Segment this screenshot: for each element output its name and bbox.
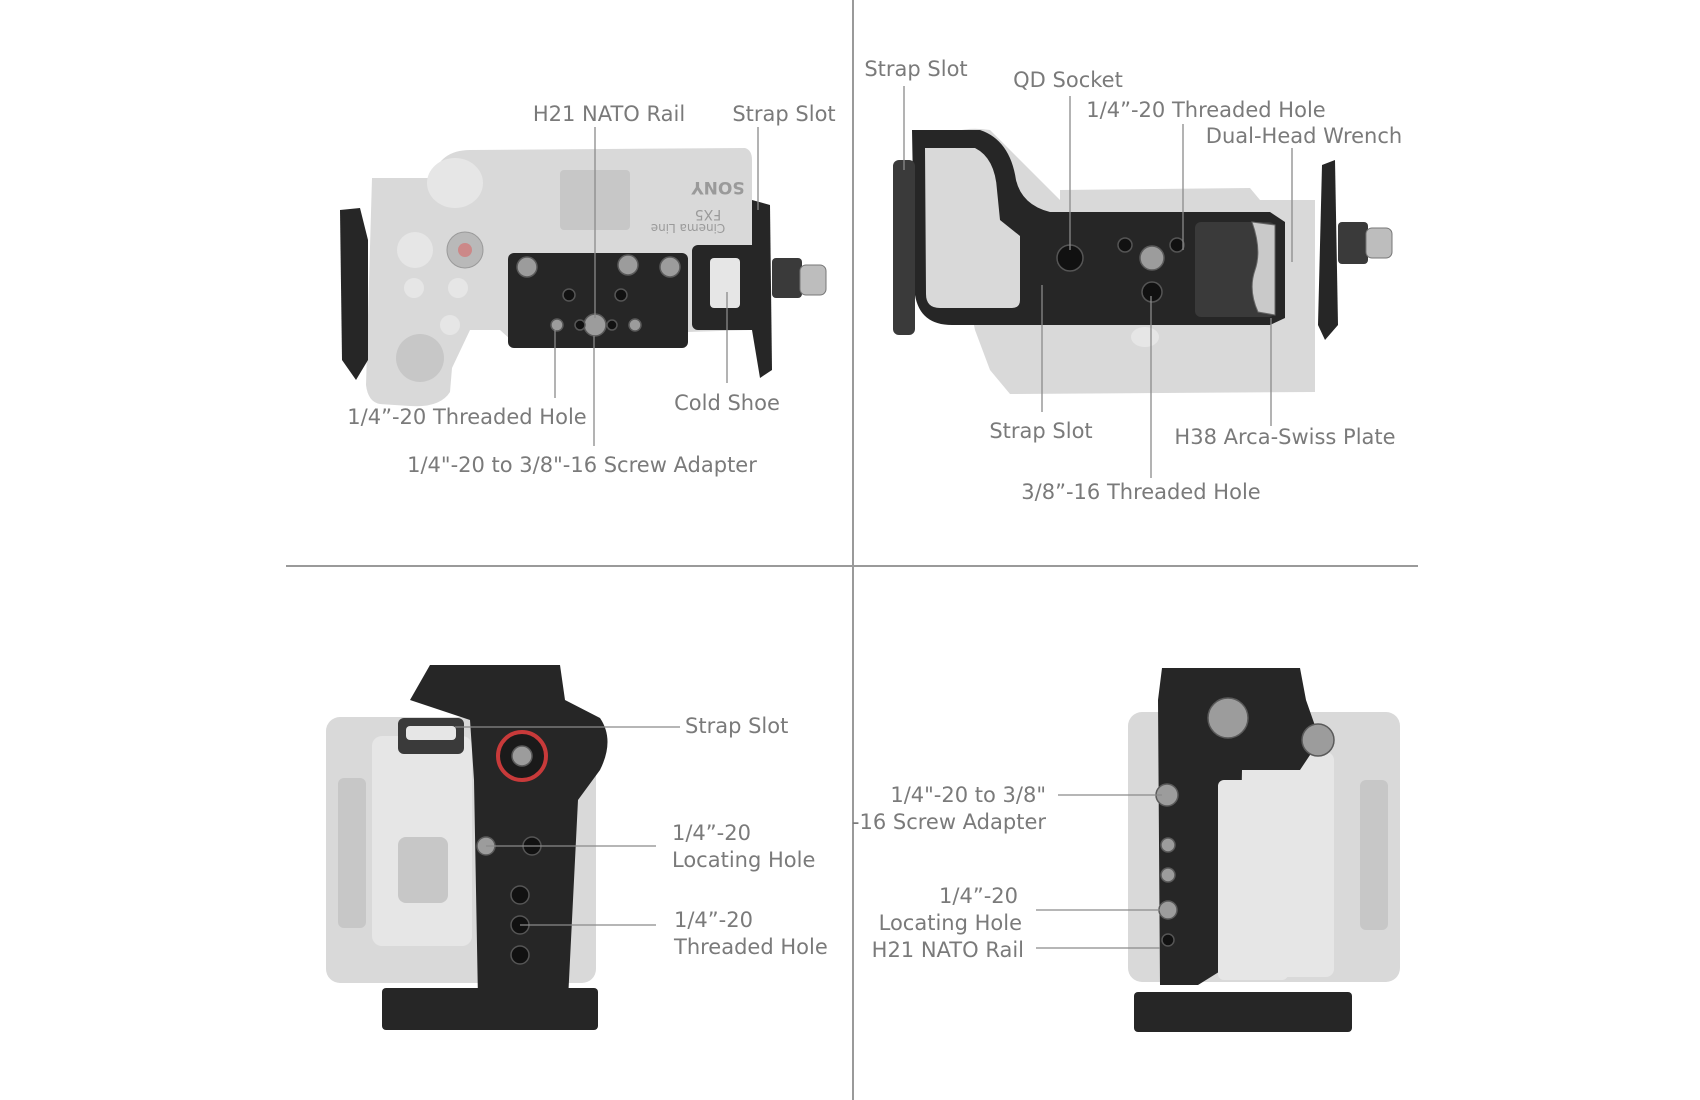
rail-hole-5 (574, 319, 586, 331)
camera-tripod-socket-area (1131, 327, 1159, 347)
label-cold-shoe: Cold Shoe (674, 391, 780, 415)
label-qd-socket: QD Socket (1013, 68, 1123, 92)
cage-grip-cutout (925, 148, 1020, 308)
right-hole-3 (1161, 933, 1175, 947)
camera-side-vent (338, 778, 366, 928)
rail-screw-right (659, 256, 681, 278)
label-wrench: Dual-Head Wrench (1206, 124, 1402, 148)
cage-strap-bracket (752, 200, 772, 378)
camera-record-dot (458, 243, 472, 257)
label-right-nato: H21 NATO Rail (872, 938, 1024, 962)
right-locating-hole (1158, 900, 1178, 920)
rail-hole-2 (614, 288, 628, 302)
label-right-screw-adapter-l2: -16 Screw Adapter (852, 810, 1046, 834)
camera-button-1 (440, 315, 460, 335)
label-side-locating-l2: Locating Hole (672, 848, 815, 872)
camera-line-label: Cinema Line (651, 221, 726, 235)
strap-bracket-right (1318, 160, 1338, 340)
strap-slot-opening (406, 726, 456, 740)
label-screw-adapter: 1/4"-20 to 3/8"-16 Screw Adapter (407, 453, 757, 477)
right-strap-roller (1301, 723, 1335, 757)
side-threaded-hole-c (510, 945, 530, 965)
hole-14-b (1169, 237, 1185, 253)
label-side-threaded-l2: Threaded Hole (673, 935, 828, 959)
thumb-screw (799, 264, 827, 296)
adapter-screw (1139, 245, 1165, 271)
label-right-screw-adapter-l1: 1/4"-20 to 3/8" (890, 783, 1046, 807)
rail-hole-4 (628, 318, 642, 332)
right-hole-2 (1160, 867, 1176, 883)
label-side-locating-l1: 1/4”-20 (672, 821, 751, 845)
right-top-knob (1207, 697, 1249, 739)
dual-head-wrench (1251, 221, 1276, 316)
side-clamp (772, 258, 802, 298)
side-clamp-right (1338, 222, 1368, 264)
label-right-locating-l1: 1/4”-20 (939, 884, 1018, 908)
label-threaded-14: 1/4”-20 Threaded Hole (1086, 98, 1325, 122)
camera-button-3 (404, 278, 424, 298)
label-strap-slot-bottom: Strap Slot (989, 419, 1092, 443)
cage-left-grip (340, 208, 368, 380)
cold-shoe-slot (710, 258, 740, 308)
camera-right-vent (1360, 780, 1388, 930)
label-strap-slot: Strap Slot (732, 102, 835, 126)
label-right-locating-l2: Locating Hole (879, 911, 1022, 935)
camera-joystick (396, 334, 444, 382)
hole-38 (1141, 281, 1163, 303)
side-threaded-hole-a (510, 885, 530, 905)
camera-mode-dial (427, 158, 483, 208)
bottom-view-illustration (893, 128, 1393, 394)
label-side-strap-slot: Strap Slot (685, 714, 788, 738)
label-threaded-38: 3/8”-16 Threaded Hole (1021, 480, 1260, 504)
left-side-illustration (326, 665, 608, 1030)
label-nato-rail: H21 NATO Rail (533, 102, 685, 126)
thumb-screw-right (1365, 227, 1393, 259)
strap-slot-left-bracket (893, 160, 915, 335)
rail-hole-1 (562, 288, 576, 302)
cage-side-handle (410, 665, 608, 1000)
rail-hole-3 (550, 318, 564, 332)
cage-right-window (1218, 780, 1288, 980)
hole-14-a (1117, 237, 1133, 253)
label-side-threaded-l1: 1/4”-20 (674, 908, 753, 932)
right-hole-1 (1160, 837, 1176, 853)
camera-button-grid (397, 232, 433, 268)
cage-side-base (382, 988, 598, 1030)
camera-model-label: FX5 (695, 206, 722, 222)
label-arca-plate: H38 Arca-Swiss Plate (1174, 425, 1395, 449)
cage-right-base (1134, 992, 1352, 1032)
right-side-illustration (1128, 668, 1400, 1032)
label-strap-slot-top: Strap Slot (864, 57, 967, 81)
top-view-illustration: SONY FX5 Cinema Line (340, 148, 827, 407)
camera-button-2 (448, 278, 468, 298)
rail-screw-left (516, 256, 538, 278)
camera-side-port (398, 837, 448, 903)
cage-knob-center (511, 745, 533, 767)
camera-brand-label: SONY (691, 177, 745, 197)
rail-screw-mid (617, 254, 639, 276)
label-threaded-hole: 1/4”-20 Threaded Hole (347, 405, 586, 429)
rail-hole-6 (606, 319, 618, 331)
